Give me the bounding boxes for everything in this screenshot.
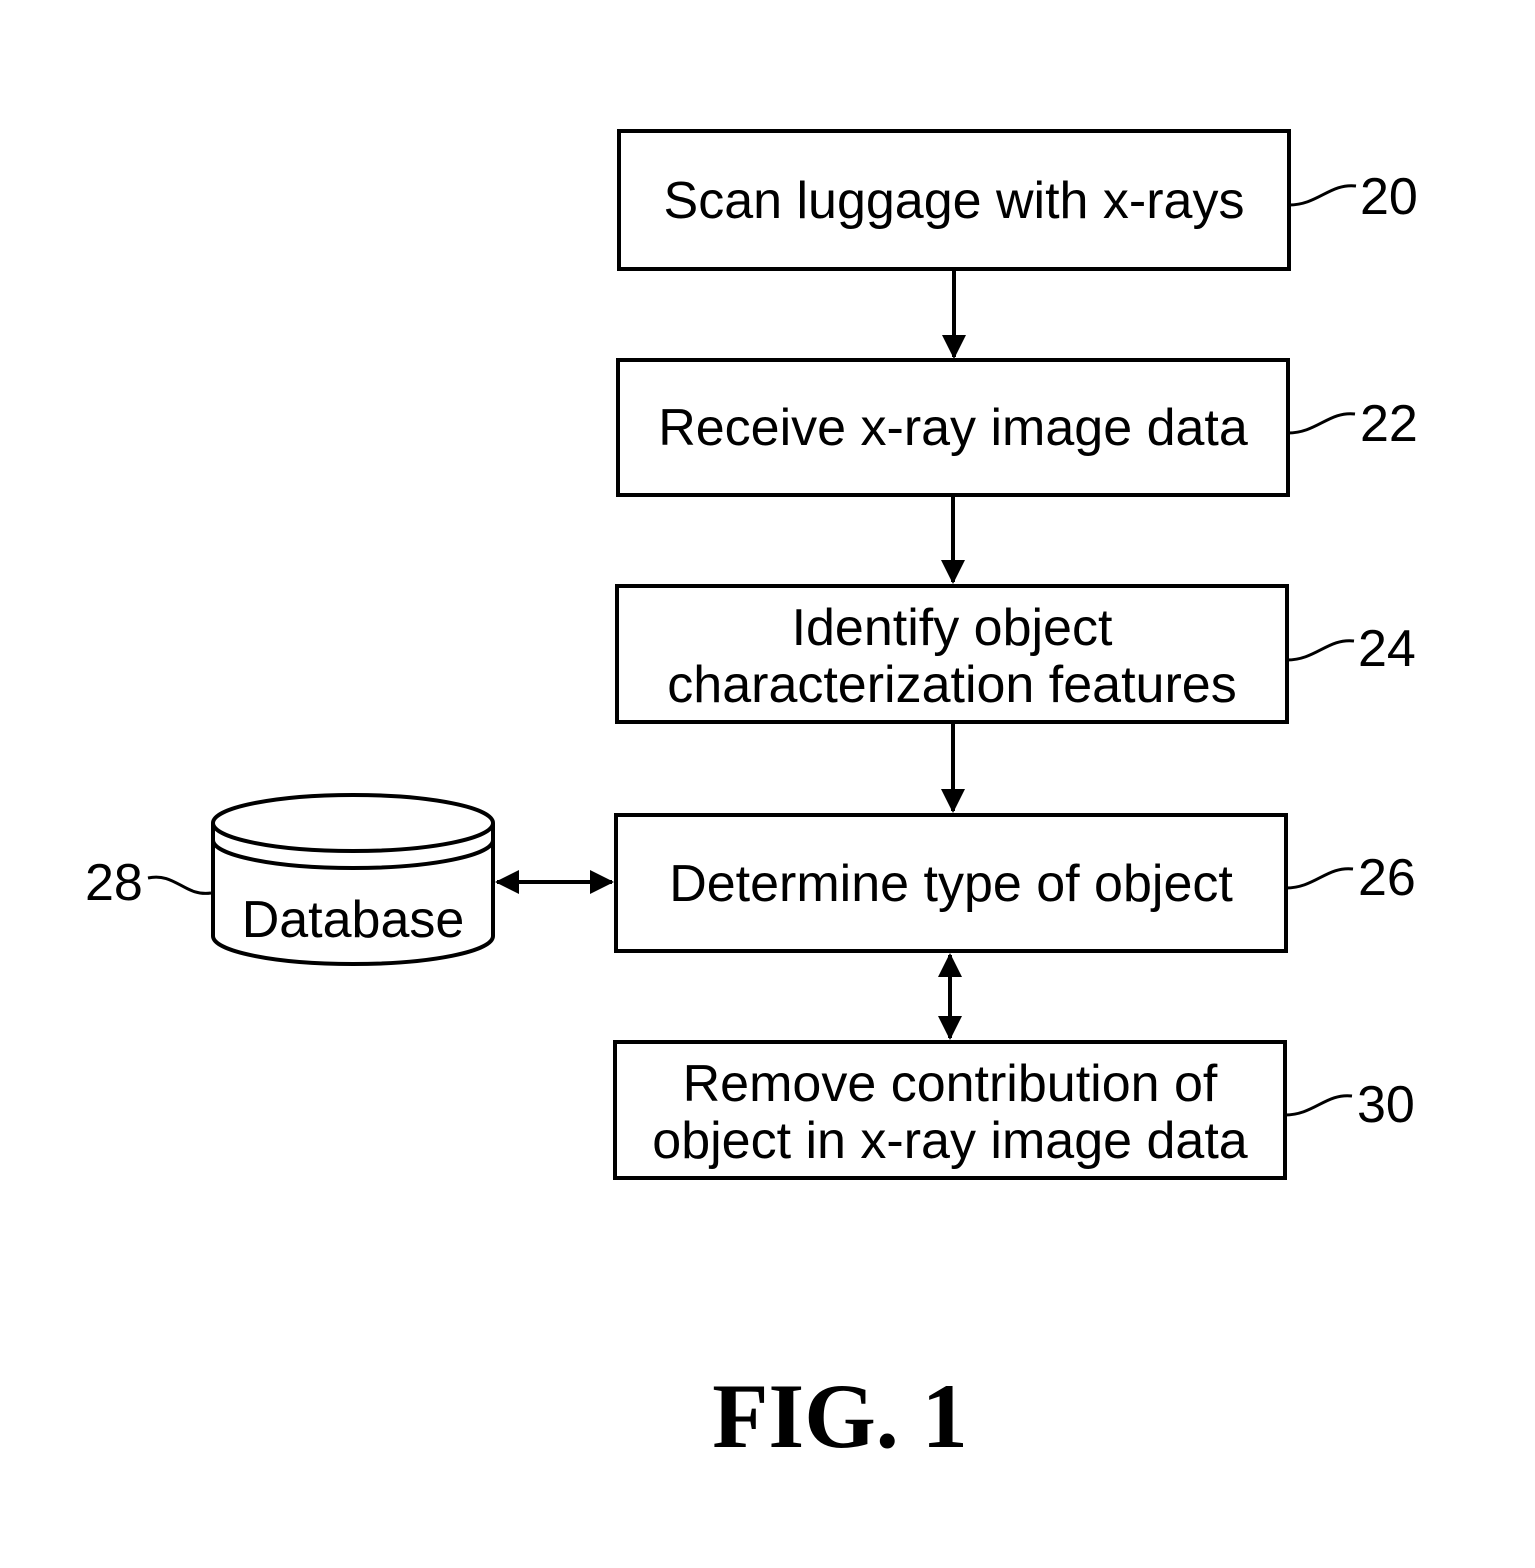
ref-leader-20 xyxy=(1289,186,1356,205)
ref-leader-30 xyxy=(1285,1096,1352,1115)
ref-label-30: 30 xyxy=(1357,1076,1415,1134)
step-remove-line-2: object in x-ray image data xyxy=(652,1112,1247,1170)
step-scan-line-1: Scan luggage with x-rays xyxy=(664,172,1245,230)
ref-label-26: 26 xyxy=(1358,849,1416,907)
step-receive-line-1: Receive x-ray image data xyxy=(658,399,1248,457)
ref-label-28: 28 xyxy=(85,854,143,912)
step-identify-line-2: characterization features xyxy=(667,656,1236,714)
figure-label: FIG. 1 xyxy=(712,1365,968,1467)
ref-leader-26 xyxy=(1286,869,1353,888)
step-box-determine: Determine type of object xyxy=(616,815,1286,951)
ref-leader-28 xyxy=(148,877,211,893)
database-cylinder-top xyxy=(213,795,493,851)
ref-label-22: 22 xyxy=(1360,395,1418,453)
ref-label-20: 20 xyxy=(1360,168,1418,226)
ref-label-24: 24 xyxy=(1358,620,1416,678)
step-box-scan: Scan luggage with x-rays xyxy=(619,131,1289,269)
step-box-receive: Receive x-ray image data xyxy=(618,360,1288,495)
database-label: Database xyxy=(242,891,465,949)
step-determine-line-1: Determine type of object xyxy=(669,855,1233,913)
step-identify-line-1: Identify object xyxy=(792,599,1113,657)
step-box-identify: Identify object characterization feature… xyxy=(617,586,1287,722)
step-remove-line-1: Remove contribution of xyxy=(683,1055,1218,1113)
ref-leader-22 xyxy=(1288,414,1355,433)
step-box-remove: Remove contribution of object in x-ray i… xyxy=(615,1042,1285,1178)
database-cylinder: Database xyxy=(213,795,493,964)
ref-leader-24 xyxy=(1287,641,1354,660)
